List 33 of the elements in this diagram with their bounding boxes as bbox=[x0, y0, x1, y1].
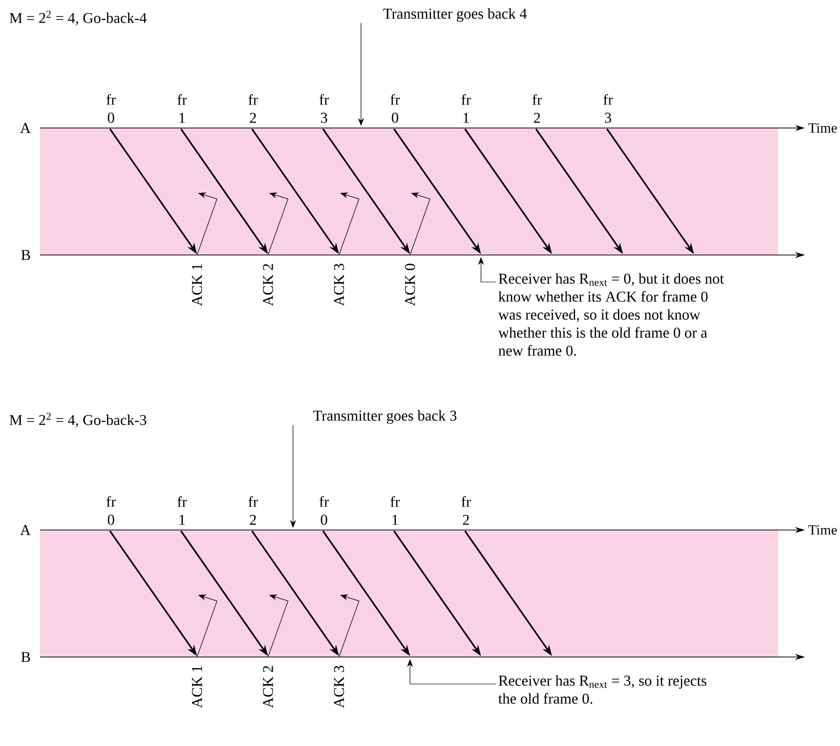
frame-label: fr 1 bbox=[177, 94, 187, 123]
frame-label: fr 0 bbox=[106, 496, 116, 525]
note-text: Receiver has R$_{next}$ = 0, but it does not know whether its ACK for frame 0 was received, so it does not know whether this is the old frame 0 or a new frame 0. bbox=[498, 273, 724, 356]
ack-label: ACK 3 bbox=[334, 264, 344, 306]
frame-label: fr 1 bbox=[461, 94, 471, 123]
ack-label: ACK 0 bbox=[404, 264, 416, 306]
ack-label: ACK 2 bbox=[262, 264, 274, 306]
panel-title: M = 2$^{2}$ = 4, Go-back-3 bbox=[10, 412, 146, 428]
axis-label: Time bbox=[808, 123, 837, 133]
frame-label: fr 1 bbox=[177, 496, 187, 525]
panel-title: M = 2$^{2}$ = 4, Go-back-4 bbox=[10, 10, 147, 26]
station-label: B bbox=[21, 250, 30, 260]
note-text: Receiver has R$_{next}$ = 3, so it rejects the old frame 0. bbox=[498, 675, 706, 704]
station-label: A bbox=[20, 123, 31, 133]
frame-label: fr 0 bbox=[106, 94, 116, 123]
frame-label: fr 2 bbox=[461, 496, 471, 525]
annotation-text: Transmitter goes back 3 bbox=[313, 410, 456, 424]
frame-label: fr 0 bbox=[319, 496, 329, 525]
frame-label: fr 1 bbox=[390, 496, 400, 525]
ack-label: ACK 1 bbox=[192, 666, 202, 708]
frame-label: fr 3 bbox=[603, 94, 613, 123]
frame-label: fr 3 bbox=[319, 94, 329, 123]
axis-label: Time bbox=[808, 525, 837, 535]
station-label: A bbox=[20, 525, 31, 535]
annotation-text: Transmitter goes back 4 bbox=[383, 8, 527, 22]
frame-label: fr 2 bbox=[248, 496, 258, 525]
frame-label: fr 2 bbox=[532, 94, 542, 123]
frame-label: fr 2 bbox=[248, 94, 258, 123]
ack-label: ACK 2 bbox=[262, 666, 274, 708]
ack-label: ACK 3 bbox=[334, 666, 344, 708]
ack-label: ACK 1 bbox=[192, 264, 202, 306]
frame-label: fr 0 bbox=[390, 94, 400, 123]
station-label: B bbox=[21, 652, 30, 662]
